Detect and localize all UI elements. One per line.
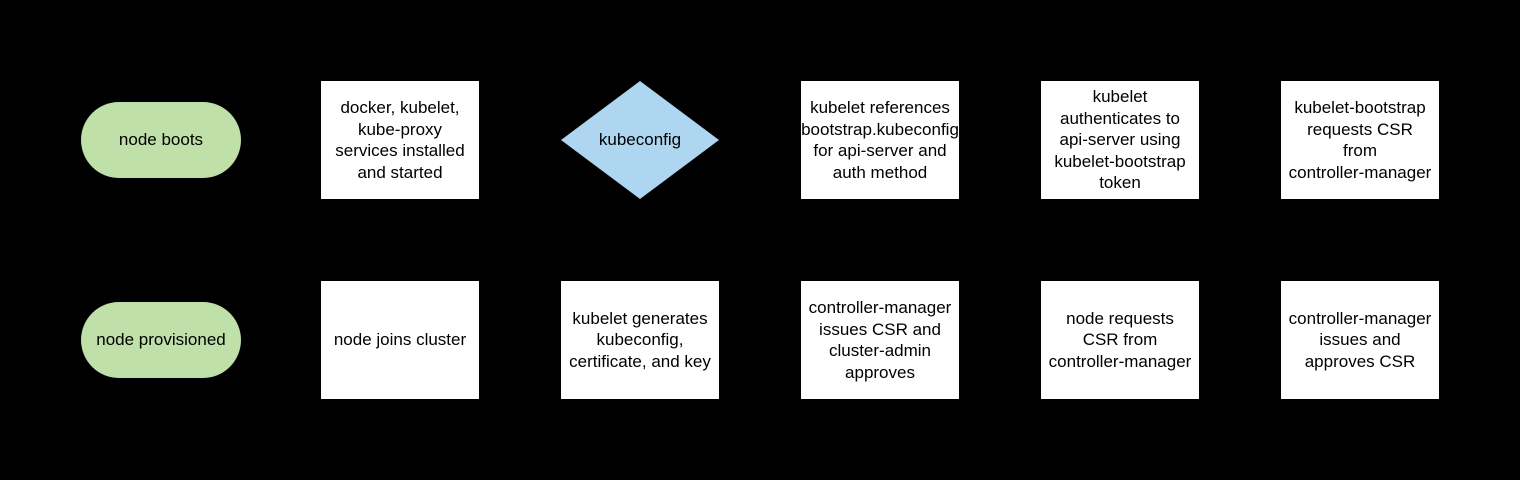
process-kubelet-authenticates-label: kubelet authenticates to api-server usin… [1054,87,1186,193]
process-cm-issues-and-approves-csr-label: controller-manager issues and approves C… [1288,308,1432,371]
terminator-node-boots-label: node boots [118,130,204,150]
process-cm-issues-and-approves-csr: controller-manager issues and approves C… [1281,281,1439,399]
process-cm-issues-csr-admin-approves: controller-manager issues CSR and cluste… [801,281,959,399]
process-kubelet-bootstrap-requests-csr-label: kubelet-bootstrap requests CSR from cont… [1288,98,1432,182]
process-kubelet-bootstrap-requests-csr: kubelet-bootstrap requests CSR from cont… [1281,81,1439,199]
process-kubelet-generates: kubelet generates kubeconfig, certificat… [561,281,719,399]
terminator-node-provisioned: node provisioned [81,302,241,378]
terminator-node-provisioned-label: node provisioned [96,330,226,350]
process-services-installed-label: docker, kubelet, kube-proxy services ins… [335,98,465,182]
process-node-joins-cluster-label: node joins cluster [333,330,467,350]
process-node-joins-cluster: node joins cluster [321,281,479,399]
process-node-requests-csr-label: node requests CSR from controller-manage… [1048,308,1192,371]
process-kubelet-references-bootstrap-label: kubelet references bootstrap.kubeconfig … [801,98,959,182]
process-kubelet-generates-label: kubelet generates kubeconfig, certificat… [569,308,711,371]
terminator-node-boots: node boots [81,102,241,178]
process-kubelet-authenticates: kubelet authenticates to api-server usin… [1041,81,1199,199]
process-node-requests-csr: node requests CSR from controller-manage… [1041,281,1199,399]
decision-kubeconfig: kubeconfig [561,81,719,199]
decision-kubeconfig-label: kubeconfig [598,130,682,150]
process-kubelet-references-bootstrap: kubelet references bootstrap.kubeconfig … [801,81,959,199]
process-cm-issues-csr-admin-approves-label: controller-manager issues CSR and cluste… [808,298,952,382]
process-services-installed: docker, kubelet, kube-proxy services ins… [321,81,479,199]
